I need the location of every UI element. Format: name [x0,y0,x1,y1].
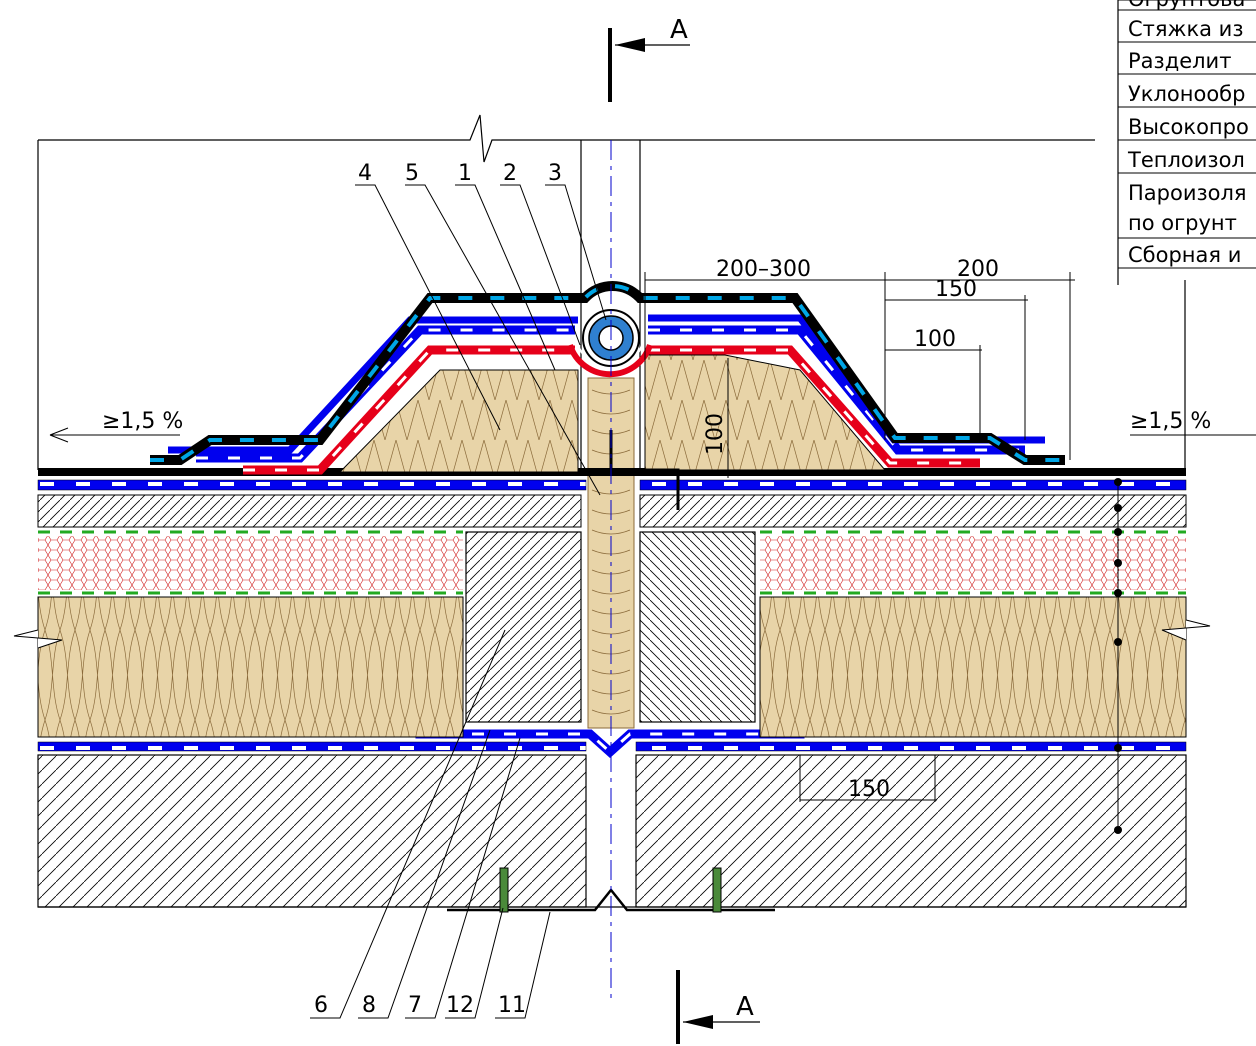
dim-100-vertical: 100 [703,413,728,455]
legend-item-5: Высокопро [1128,115,1249,139]
legend-item-2: Стяжка из [1128,17,1244,41]
callout-2: 2 [503,161,517,186]
legend-item-1: Огрунтова [1128,0,1245,11]
dim-200-300: 200–300 [716,257,811,282]
callout-12: 12 [446,993,474,1018]
callout-11: 11 [498,993,526,1018]
legend-item-3: Разделит [1128,49,1231,73]
callout-6: 6 [314,993,328,1018]
slope-right-label: ≥1,5 % [1130,409,1211,434]
callout-leaders-top [355,184,607,496]
dim-150-bottom: 150 [848,777,890,802]
section-mark-bottom: А [676,970,760,1044]
callout-leaders-bottom [310,629,551,1019]
section-mark-top: А [608,15,690,102]
dim-200: 200 [957,257,999,282]
callout-7: 7 [408,993,422,1018]
callout-3: 3 [548,161,562,186]
dim-150-top: 150 [935,277,977,302]
slope-left: ≥1,5 % [49,409,183,443]
raised-insulation [338,354,887,473]
compensator [567,309,653,378]
legend-item-9: Сборная и [1128,243,1241,267]
concrete-slab [37,754,1187,908]
layer-marker [1114,478,1122,834]
dimensions [644,272,1075,802]
screed-layer [37,494,1187,528]
legend-item-4: Уклонообр [1128,82,1245,106]
legend-item-6: Теплоизол [1127,148,1245,172]
legend-item-7: Пароизоля [1128,181,1247,205]
callout-1: 1 [458,161,472,186]
section-letter-bottom: А [736,992,754,1022]
metal-profile [609,430,680,510]
dim-100-horizontal: 100 [914,327,956,352]
joint-blocks [465,531,756,723]
lower-insulation [13,596,1211,738]
callout-8: 8 [362,993,376,1018]
layer-legend: Огрунтова Стяжка из Разделит Уклонообр В… [1118,0,1256,269]
slope-right: ≥1,5 % [1130,409,1256,436]
section-letter-top: А [670,15,688,45]
slope-left-label: ≥1,5 % [102,409,183,434]
legend-item-8: по огрунт [1128,211,1237,235]
callout-5: 5 [405,161,419,186]
upper-membranes [150,281,1065,475]
frame-lines [37,0,1186,470]
base-membrane [37,468,1187,491]
callout-4: 4 [358,161,372,186]
